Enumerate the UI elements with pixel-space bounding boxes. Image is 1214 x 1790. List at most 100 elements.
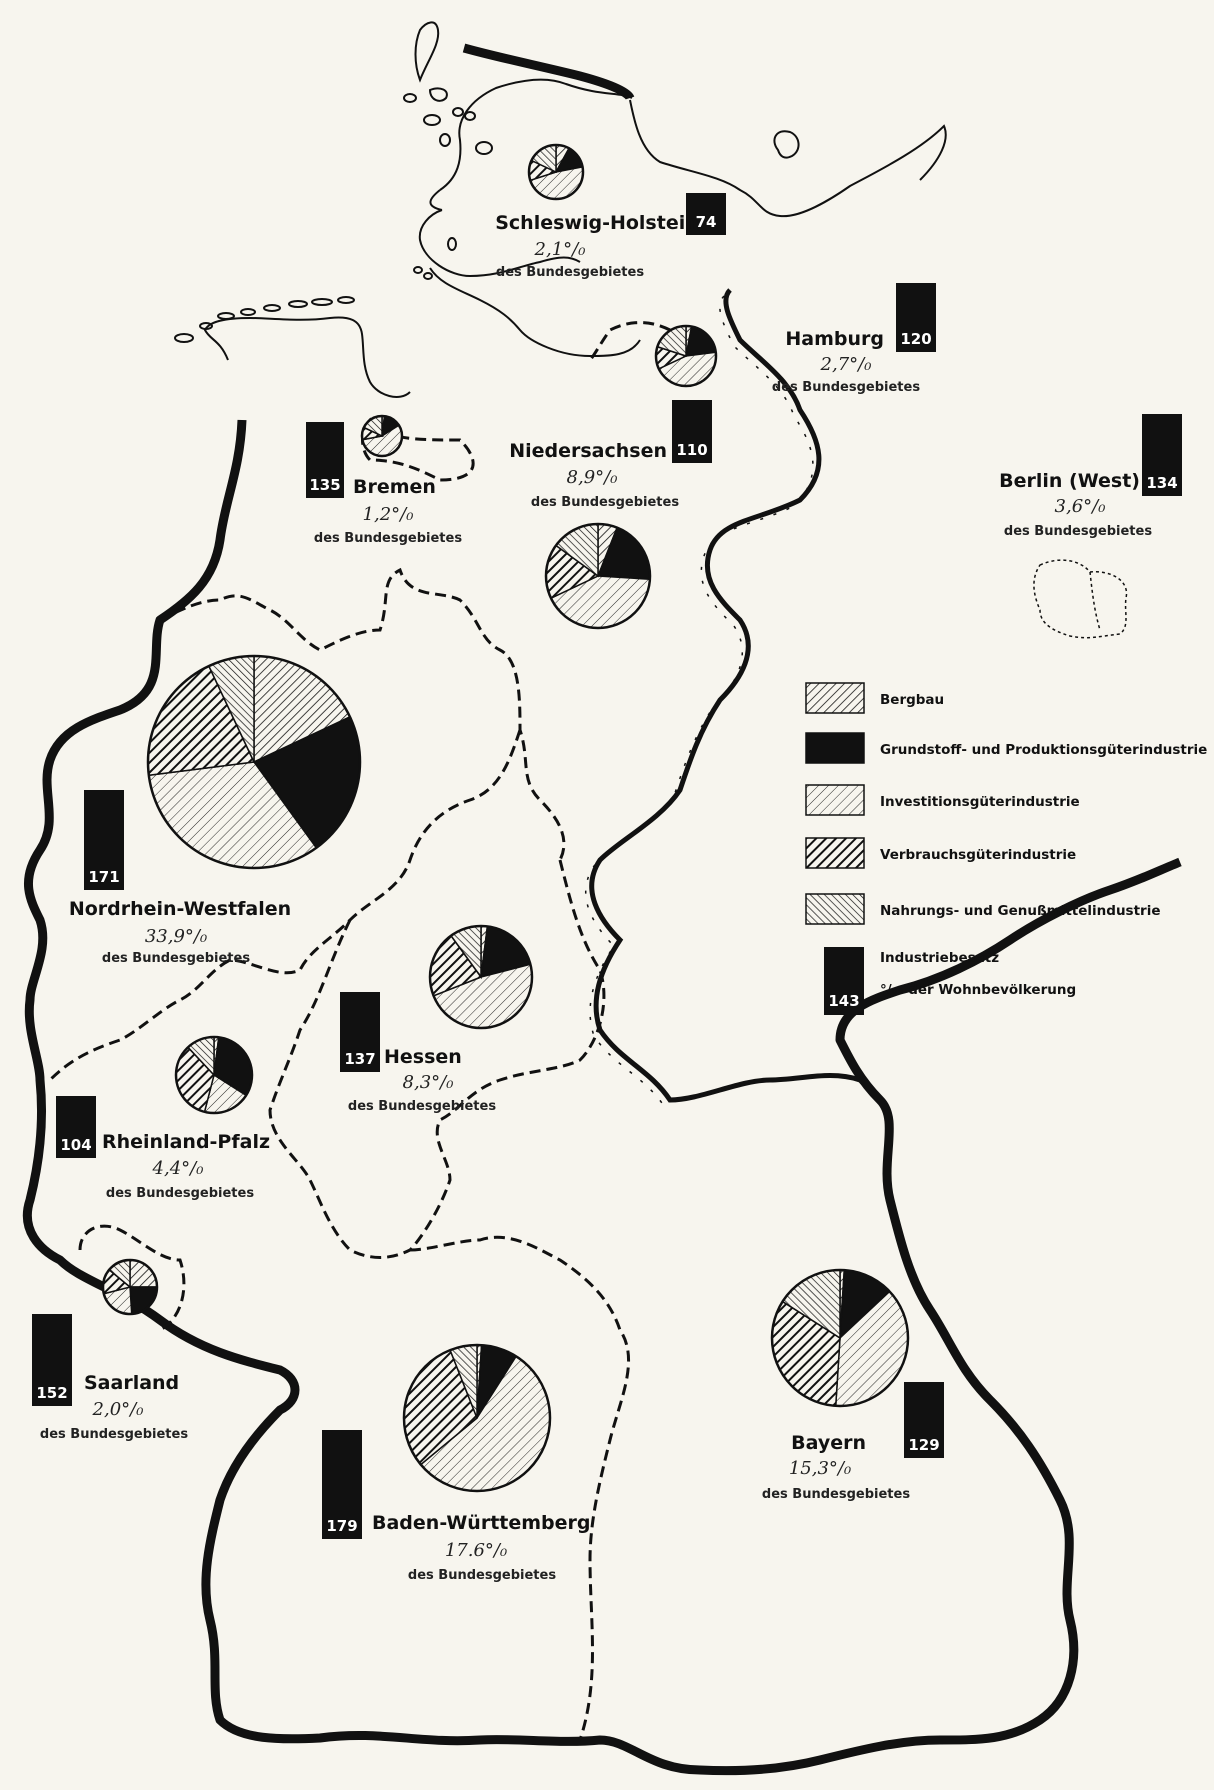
legend-label-bergbau: Bergbau	[880, 692, 944, 708]
pie-outline-nordrhein-westfalen	[146, 654, 362, 870]
state-name-hessen: Hessen	[384, 1046, 462, 1068]
density-bar-baden-wuerttemberg	[322, 1430, 362, 1539]
density-bar-hessen	[340, 992, 380, 1072]
density-value-niedersachsen: 110	[676, 441, 707, 459]
coastline	[174, 21, 947, 398]
state-share-saarland: 2,0°/₀	[92, 1399, 144, 1420]
state-sub-saarland: des Bundesgebietes	[40, 1427, 188, 1442]
density-value-nordrhein-westfalen: 171	[88, 868, 119, 886]
density-bars: 74 120 135 110 134 171 137 104 152 179 129	[32, 193, 1182, 1539]
legend-swatch-grundstoff	[805, 732, 865, 764]
density-value-saarland: 152	[36, 1384, 67, 1402]
pie-outline-niedersachsen	[544, 522, 652, 630]
pie-outline-bayern	[770, 1268, 910, 1408]
pie-outline-saarland	[101, 1258, 159, 1316]
state-name-niedersachsen: Niedersachsen	[509, 440, 667, 462]
legend-swatch-investition	[805, 784, 865, 816]
density-value-hessen: 137	[344, 1050, 375, 1068]
legend-density-unit: °/₀₀ der Wohnbevölkerung	[880, 982, 1076, 998]
pie-nordrhein-westfalen	[146, 654, 362, 870]
state-sub-rheinland-pfalz: des Bundesgebietes	[106, 1186, 254, 1201]
state-name-rheinland-pfalz: Rheinland-Pfalz	[102, 1131, 270, 1153]
pie-schleswig-holstein	[527, 143, 585, 201]
pie-bremen	[360, 414, 404, 458]
density-value-berlin-west: 134	[1146, 474, 1177, 492]
state-sub-bremen: des Bundesgebietes	[314, 531, 462, 546]
density-bar-bremen	[306, 422, 344, 498]
legend-swatch-bergbau	[805, 682, 865, 714]
pie-outline-bremen	[360, 414, 404, 458]
state-sub-hamburg: des Bundesgebietes	[772, 380, 920, 395]
state-sub-niedersachsen: des Bundesgebietes	[531, 495, 679, 510]
density-bar-bayern	[904, 1382, 944, 1458]
state-borders	[48, 321, 671, 1741]
national-border	[22, 43, 1182, 1776]
state-name-bremen: Bremen	[353, 476, 436, 498]
state-share-niedersachsen: 8,9°/₀	[567, 467, 618, 488]
pie-outline-schleswig-holstein	[527, 143, 585, 201]
pie-rheinland-pfalz	[174, 1035, 254, 1115]
density-value-bayern: 129	[908, 1436, 939, 1454]
pie-charts	[101, 143, 910, 1493]
density-bar-saarland	[32, 1314, 72, 1406]
state-name-nordrhein-westfalen: Nordrhein-Westfalen	[69, 898, 291, 920]
legend-label-grundstoff: Grundstoff- und Produktionsgüterindustri…	[880, 742, 1207, 758]
state-share-bayern: 15,3°/₀	[789, 1458, 851, 1479]
state-sub-berlin: des Bundesgebietes	[1004, 524, 1152, 539]
state-share-schleswig-holstein: 2,1°/₀	[534, 239, 586, 260]
state-share-berlin: 3,6°/₀	[1055, 496, 1106, 517]
state-sub-bayern: des Bundesgebietes	[762, 1487, 910, 1502]
state-sub-schleswig-holstein: des Bundesgebietes	[496, 265, 644, 280]
density-value-bremen: 135	[309, 476, 340, 494]
state-share-rheinland-pfalz: 4,4°/₀	[152, 1158, 204, 1179]
pie-saarland	[101, 1258, 159, 1316]
pie-baden-wuerttemberg	[402, 1343, 552, 1493]
state-name-saarland: Saarland	[84, 1372, 179, 1394]
legend-label-nahrung: Nahrungs- und Genußmittelindustrie	[880, 903, 1160, 919]
density-bar-hamburg	[896, 283, 936, 352]
state-sub-nordrhein-westfalen: des Bundesgebietes	[102, 951, 250, 966]
state-share-baden-wuerttemberg: 17.6°/₀	[445, 1540, 507, 1561]
state-name-hamburg: Hamburg	[785, 328, 884, 350]
legend-density-label: Industriebesatz	[880, 950, 999, 966]
state-name-berlin: Berlin (West)	[999, 470, 1140, 492]
pie-hessen	[428, 924, 534, 1030]
state-name-schleswig-holstein: Schleswig-Holstein	[495, 212, 699, 234]
pie-bayern	[770, 1268, 910, 1408]
pie-outline-rheinland-pfalz	[174, 1035, 254, 1115]
pie-niedersachsen	[544, 522, 652, 630]
density-bar-berlin-west	[1142, 414, 1182, 496]
legend-swatch-verbrauch	[805, 837, 865, 869]
pie-outline-hamburg	[654, 324, 718, 388]
pie-hamburg	[654, 324, 718, 388]
state-name-bayern: Bayern	[791, 1432, 866, 1454]
state-share-bremen: 1,2°/₀	[363, 504, 414, 525]
density-bar-rheinland-pfalz	[56, 1096, 96, 1158]
state-share-nordrhein-westfalen: 33,9°/₀	[145, 926, 207, 947]
density-value-schleswig-holstein: 74	[696, 213, 717, 231]
legend: Bergbau Grundstoff- und Produktionsgüter…	[805, 682, 1207, 1015]
pie-outline-baden-wuerttemberg	[402, 1343, 552, 1493]
density-bar-nordrhein-westfalen	[84, 790, 124, 890]
density-value-hamburg: 120	[900, 330, 931, 348]
state-sub-hessen: des Bundesgebietes	[348, 1099, 496, 1114]
state-sub-baden-wuerttemberg: des Bundesgebietes	[408, 1568, 556, 1583]
legend-density-bar	[824, 947, 864, 1015]
legend-label-investition: Investitionsgüterindustrie	[880, 794, 1080, 810]
state-share-hamburg: 2,7°/₀	[820, 354, 872, 375]
state-labels: Schleswig-Holstein 2,1°/₀ des Bundesgebi…	[40, 212, 1152, 1583]
legend-label-verbrauch: Verbrauchsgüterindustrie	[880, 847, 1076, 863]
legend-swatch-nahrung	[805, 893, 865, 925]
pie-outline-hessen	[428, 924, 534, 1030]
density-bar-schleswig-holstein	[686, 193, 726, 235]
density-bar-niedersachsen	[672, 400, 712, 463]
legend-density-sample: 143	[828, 992, 859, 1010]
berlin-inset	[1033, 559, 1128, 639]
density-value-rheinland-pfalz: 104	[60, 1136, 91, 1154]
state-share-hessen: 8,3°/₀	[403, 1072, 454, 1093]
state-name-baden-wuerttemberg: Baden-Württemberg	[372, 1512, 591, 1534]
density-value-baden-wuerttemberg: 179	[326, 1517, 357, 1535]
zonal-border	[585, 288, 882, 1107]
